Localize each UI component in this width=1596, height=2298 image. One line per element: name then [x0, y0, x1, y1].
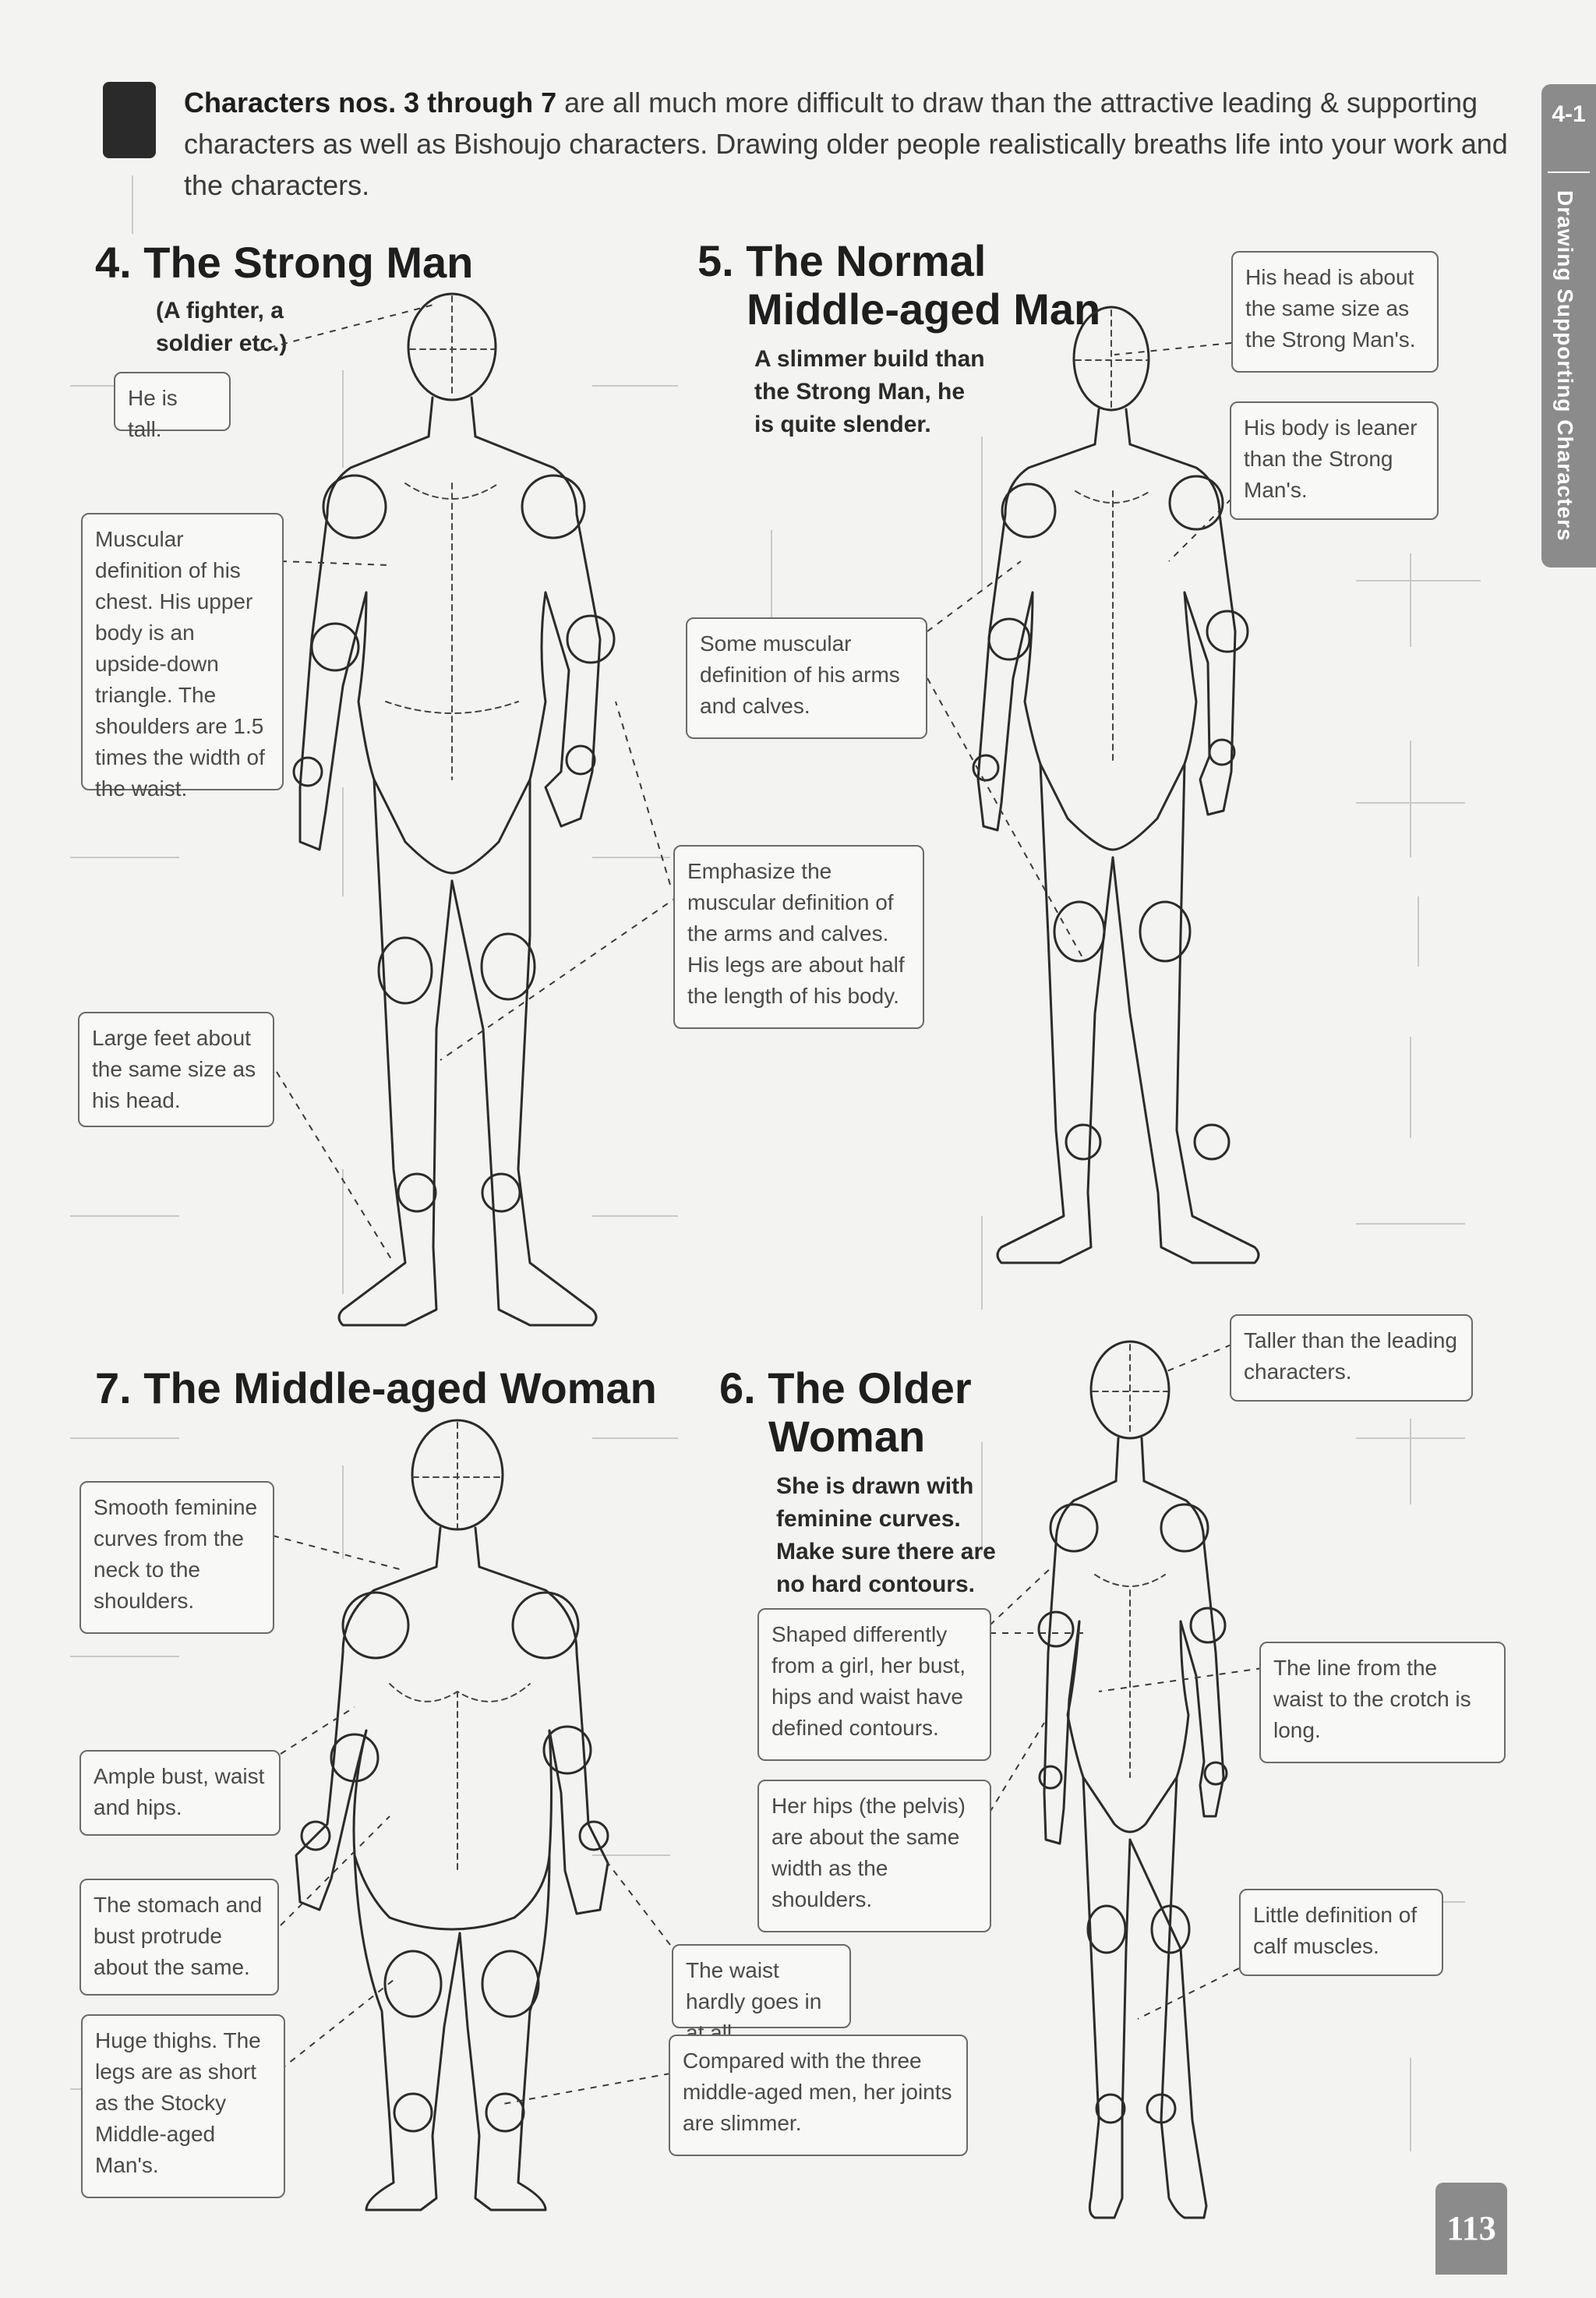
note-huge-thighs: Huge thighs. The legs are as short as th…	[81, 2014, 285, 2198]
normal-man-title-line1: 5. The Normal	[697, 236, 987, 285]
strong-man-subtitle: (A fighter, a soldier etc.)	[156, 298, 288, 356]
older-woman-figure	[1037, 1340, 1228, 2219]
normal-man-title-line2: Middle-aged Man	[747, 285, 1101, 334]
note-muscular-chest: Muscular definition of his chest. His up…	[81, 513, 284, 801]
note-shaped-differently: Shaped differently from a girl, her bust…	[757, 1608, 991, 1761]
middle-woman-figure	[295, 1419, 609, 2211]
note-hips-pelvis: Her hips (the pelvis) are about the same…	[757, 1780, 991, 1932]
chapter-label: Drawing Supporting Characters	[1553, 190, 1577, 542]
strong-man-figure	[292, 292, 616, 1327]
strong-man-title: 4. The Strong Man	[95, 238, 474, 287]
note-head-size: His head is about the same size as the S…	[1231, 251, 1439, 373]
note-line-waist-crotch: The line from the waist to the crotch is…	[1259, 1642, 1506, 1763]
note-ample-bust: Ample bust, waist and hips.	[79, 1750, 281, 1836]
intro-bold: Characters nos. 3 through 7	[184, 87, 557, 118]
note-little-calf: Little definition of calf muscles.	[1239, 1889, 1443, 1976]
leader-lines	[256, 303, 1263, 2105]
bullet-marker-icon	[103, 82, 156, 158]
note-some-muscular: Some muscular definition of his arms and…	[686, 617, 927, 739]
note-waist-hardly: The waist hardly goes in at all.	[672, 1944, 851, 2045]
middle-woman-title: 7. The Middle-aged Woman	[95, 1363, 657, 1412]
note-taller: Taller than the leading characters.	[1230, 1314, 1473, 1402]
older-woman-subtitle: She is drawn with feminine curves. Make …	[776, 1473, 996, 1597]
intro-text: Characters nos. 3 through 7 are all much…	[184, 82, 1540, 206]
note-joints-slimmer: Compared with the three middle-aged men,…	[669, 2035, 968, 2156]
chapter-number: 4-1	[1552, 101, 1586, 127]
intro-rest: are all much more difficult to draw than…	[184, 87, 1508, 201]
note-emphasize-muscular: Emphasize the muscular definition of the…	[673, 845, 924, 1029]
older-woman-title-line1: 6. The Older	[719, 1363, 972, 1412]
note-he-is-tall: He is tall.	[114, 372, 231, 441]
note-stomach-bust: The stomach and bust protrude about the …	[79, 1879, 279, 1996]
note-smooth-curves: Smooth feminine curves from the neck to …	[79, 1481, 274, 1634]
normal-man-subtitle: A slimmer build than the Strong Man, he …	[754, 346, 985, 437]
normal-man-figure	[972, 306, 1260, 1264]
chapter-side-tab: 4-1 Drawing Supporting Characters	[1541, 84, 1596, 567]
note-body-leaner: His body is leaner than the Strong Man's…	[1230, 401, 1439, 520]
tab-divider	[1548, 171, 1590, 173]
older-woman-title-line2: Woman	[768, 1412, 926, 1461]
page-number: 113	[1435, 2183, 1507, 2275]
note-large-feet: Large feet about the same size as his he…	[78, 1012, 274, 1127]
